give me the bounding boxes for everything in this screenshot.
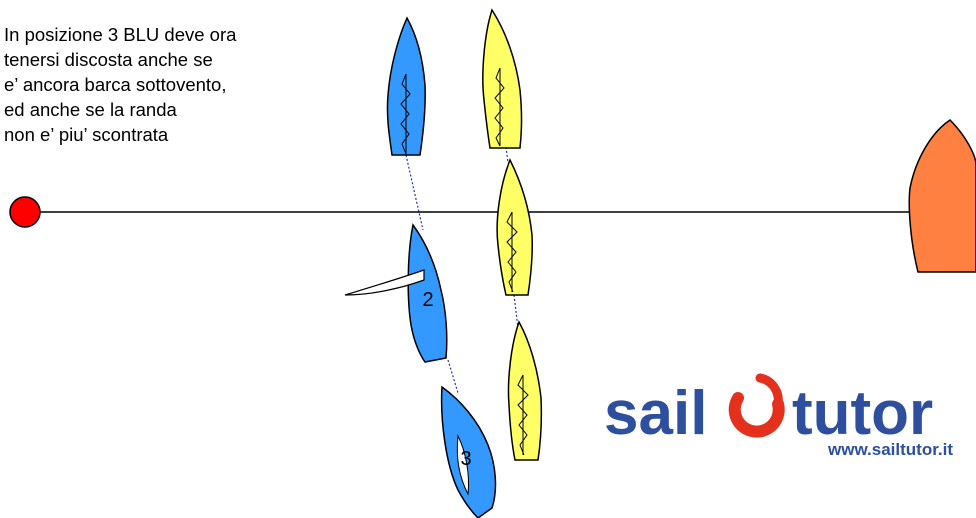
blue-boat-3: 3 — [440, 385, 497, 518]
pin-buoy — [9, 196, 41, 228]
caption-text: In posizione 3 BLU deve ora tenersi disc… — [4, 22, 334, 147]
caption-line: ed anche se la randa — [4, 99, 177, 120]
caption-line: e’ ancora barca sottovento, — [4, 74, 227, 95]
yellow-boat-2 — [496, 158, 533, 296]
logo-swirl-icon — [728, 392, 785, 438]
blue-boat-2-sail — [344, 269, 425, 296]
blue-boat-2-number: 2 — [422, 289, 433, 311]
yellow-boat-3 — [507, 320, 543, 461]
logo-word-sail: sail — [604, 379, 707, 448]
logo-url: www.sailtutor.it — [827, 440, 953, 459]
yellow-track-line — [505, 146, 509, 164]
sailtutor-logo: sail tutor www.sailtutor.it — [604, 373, 953, 459]
blue-boat-2: 2 — [344, 223, 448, 363]
yellow-track-line — [513, 294, 519, 329]
blue-boat-3-number: 3 — [460, 448, 471, 470]
caption-line: In posizione 3 BLU deve ora — [4, 24, 237, 45]
committee-boat — [908, 119, 976, 273]
yellow-boat-1 — [482, 8, 523, 149]
caption-line: non e’ piu’ scontrata — [4, 124, 169, 145]
caption-line: tenersi discosta anche se — [4, 49, 213, 70]
blue-track-line — [447, 359, 459, 394]
logo-word-tutor: tutor — [792, 379, 933, 448]
blue-track-line — [405, 154, 424, 231]
blue-boat-1 — [386, 16, 426, 156]
